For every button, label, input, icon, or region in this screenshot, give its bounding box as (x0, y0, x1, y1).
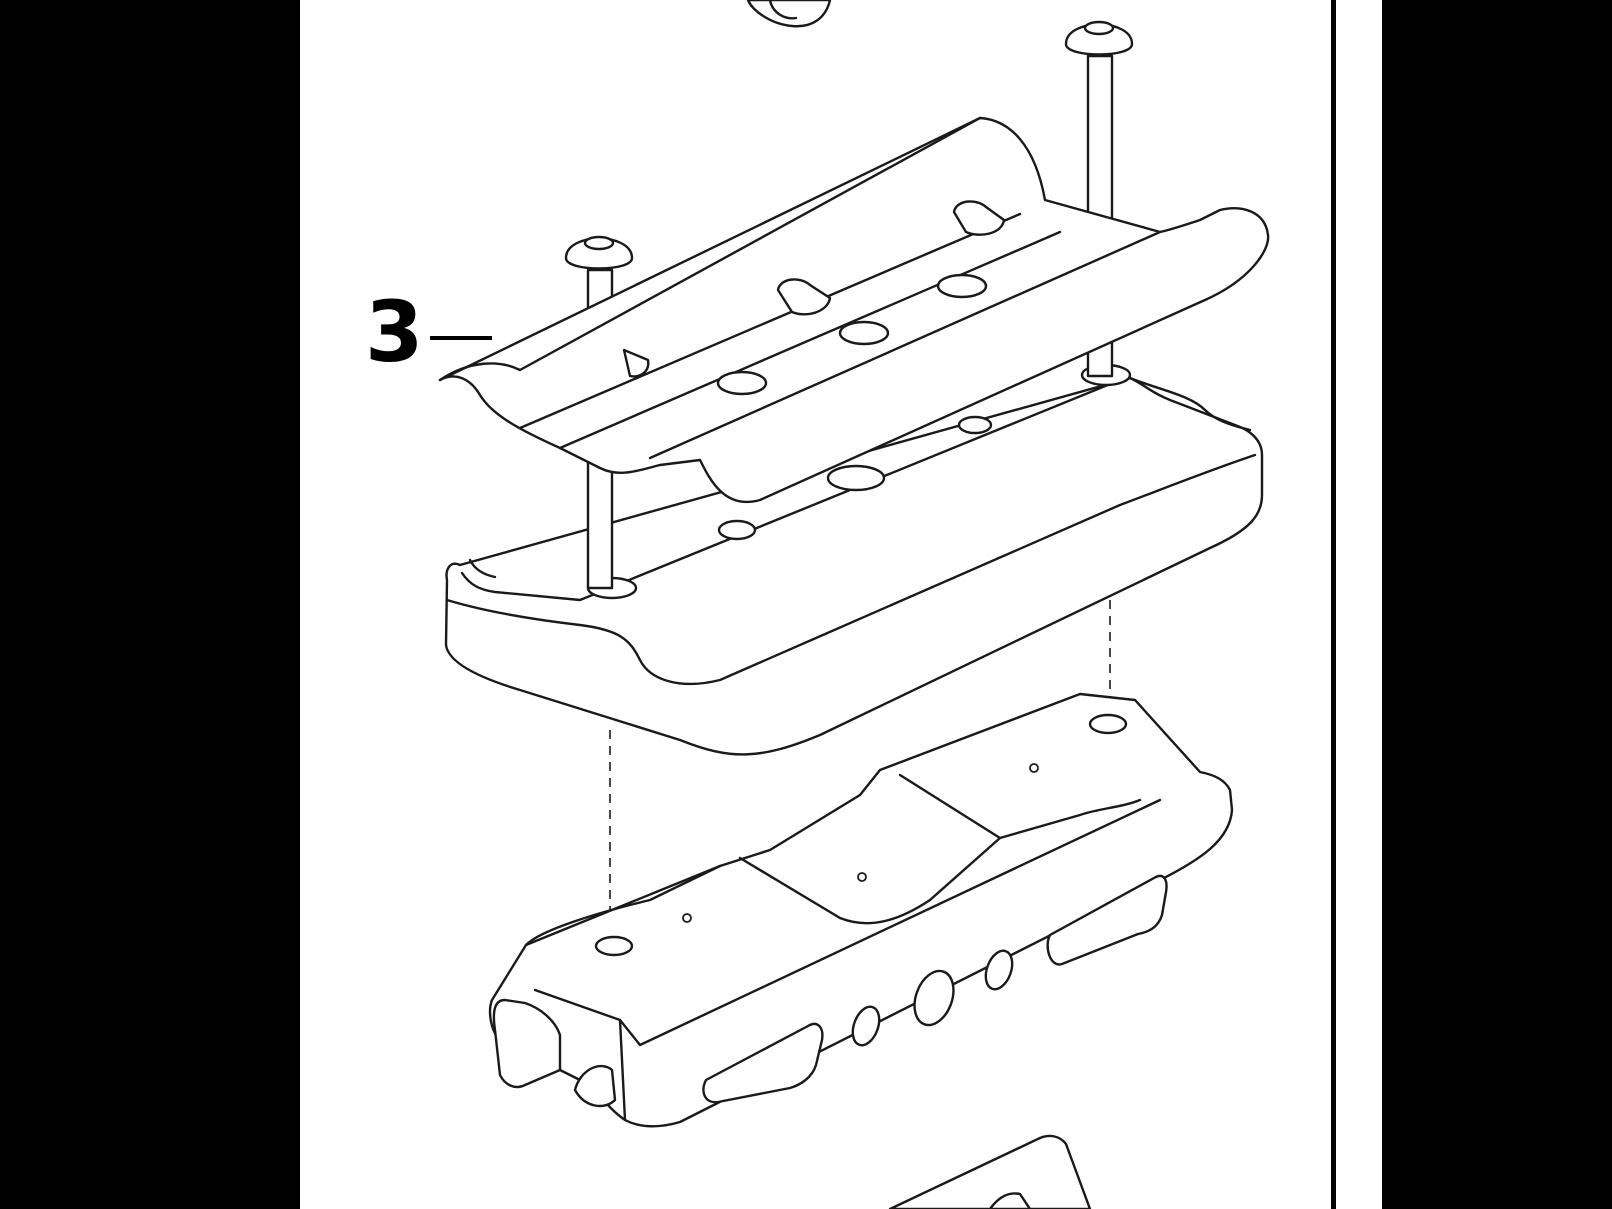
clamp-plate (438, 116, 1270, 504)
part-callout-leader-line (430, 336, 492, 340)
lower-part-fragment (888, 1134, 1092, 1209)
page-border-line (1331, 0, 1336, 1209)
foot-base (488, 692, 1234, 1128)
upper-part-fragment (746, 0, 832, 28)
alignment-lines (609, 552, 1111, 935)
part-callout-number: 3 (365, 283, 424, 381)
